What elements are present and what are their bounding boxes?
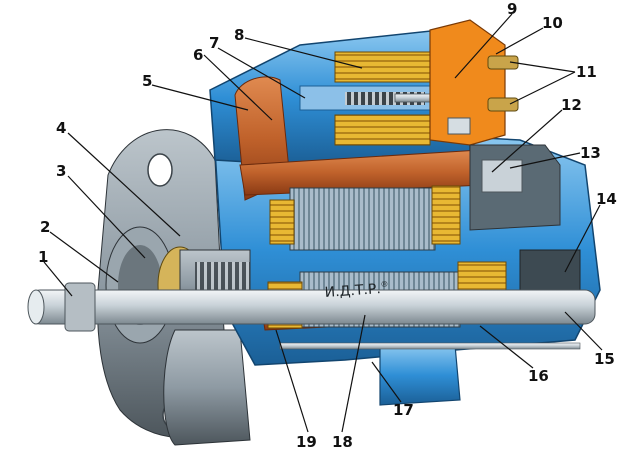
through-bolt (279, 342, 581, 350)
callout-7: 7 (209, 34, 219, 52)
callout-10: 10 (542, 14, 563, 32)
callout-17: 17 (393, 401, 414, 419)
callout-3: 3 (56, 162, 66, 180)
callout-leaders (43, 13, 603, 433)
callout-9: 9 (507, 0, 517, 18)
callout-6: 6 (193, 46, 203, 64)
mounting-flange (163, 329, 251, 446)
armature-shaft: И.Д.Т.Р.® (27, 280, 596, 332)
callout-16: 16 (528, 367, 549, 385)
commutator-end-cap (469, 144, 581, 296)
shaft-marking: И.Д.Т.Р.® (324, 280, 389, 301)
callout-15: 15 (594, 350, 615, 368)
solenoid-contact-cover (429, 19, 519, 146)
callout-1: 1 (38, 248, 48, 266)
callout-19: 19 (296, 433, 317, 451)
callout-4: 4 (56, 119, 66, 137)
callout-8: 8 (234, 26, 244, 44)
callout-2: 2 (40, 218, 50, 236)
callout-12: 12 (561, 96, 582, 114)
callout-18: 18 (332, 433, 353, 451)
callout-5: 5 (142, 72, 152, 90)
callout-numbers: 1 2 3 4 5 6 7 8 9 10 11 12 13 14 15 16 1… (38, 0, 617, 451)
callout-14: 14 (596, 190, 617, 208)
callout-11: 11 (576, 63, 597, 81)
callout-13: 13 (580, 144, 601, 162)
